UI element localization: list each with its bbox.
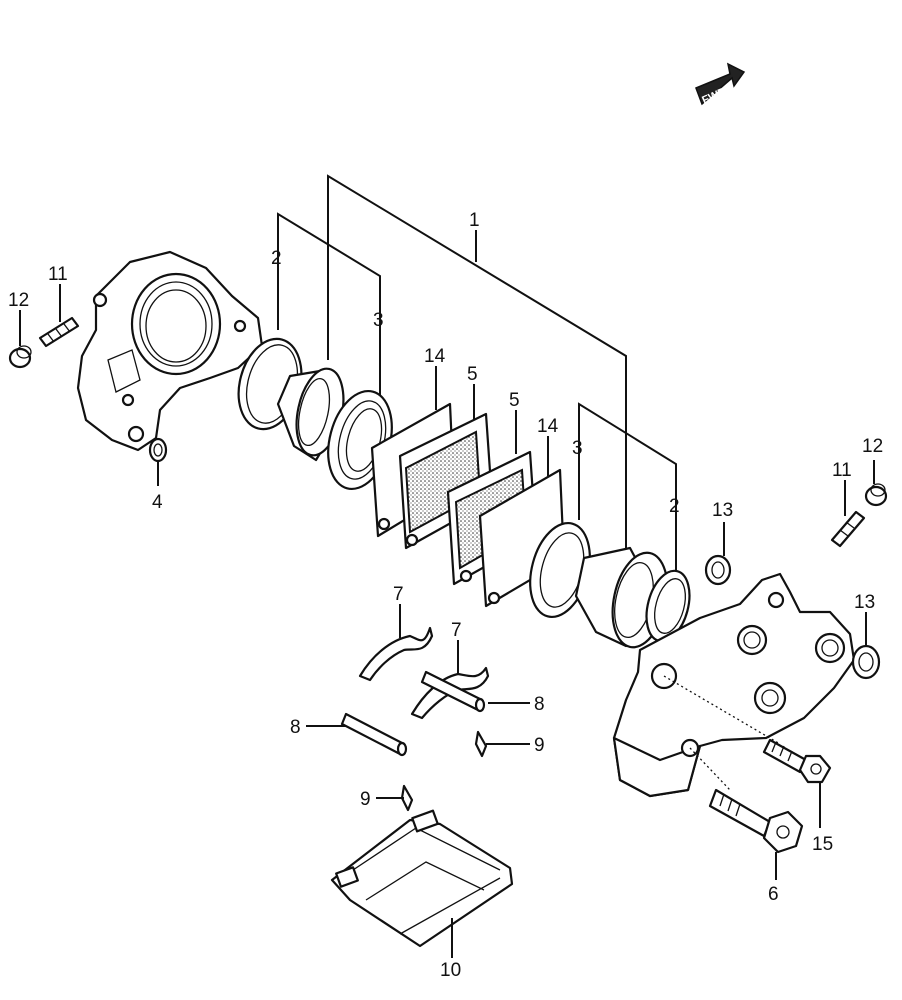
callout-4: 4: [152, 492, 163, 513]
callout-12-left: 12: [8, 290, 29, 311]
callout-14-left: 14: [424, 346, 446, 367]
washer-13-upper: [704, 554, 732, 586]
callout-2-right: 2: [669, 496, 680, 517]
bleeder-screw-left: [38, 316, 80, 348]
piston-seal-right: [645, 569, 691, 643]
callout-11-right: 11: [832, 460, 852, 481]
right-caliper-body: [612, 572, 856, 798]
callout-15: 15: [812, 834, 833, 855]
callout-5-right: 5: [509, 390, 520, 411]
bleeder-cap-right: [864, 483, 888, 507]
pad-cover-10: [330, 809, 514, 948]
callout-labels: 1 2 3 12 11 4 14 5 5 14 3 2 13 11 12 13 …: [8, 210, 883, 981]
left-caliper-body: [76, 250, 264, 452]
callout-8-right: 8: [534, 694, 545, 715]
bleeder-screw-right: [830, 510, 866, 548]
callout-13-lower: 13: [854, 592, 875, 613]
callout-14-right: 14: [537, 416, 559, 437]
callout-12-right: 12: [862, 436, 883, 457]
callout-3-left: 3: [373, 310, 384, 331]
bolt-15: [663, 675, 832, 784]
callout-7-upper: 7: [393, 584, 404, 605]
washer-4: [148, 437, 168, 463]
callout-10: 10: [440, 960, 461, 981]
piston-right: [574, 546, 669, 649]
callout-13-upper: 13: [712, 500, 733, 521]
callout-11-left: 11: [48, 264, 68, 285]
callout-3-right: 3: [572, 438, 583, 459]
forward-arrow: FWD: [695, 62, 746, 107]
pin-clip-lower: [400, 784, 414, 812]
pin-clip-upper: [474, 730, 488, 758]
callout-bracket-1: [327, 174, 627, 560]
bleeder-cap-left: [8, 345, 32, 369]
piston-left: [276, 367, 345, 462]
washer-13-lower: [851, 644, 881, 680]
callout-1: 1: [469, 210, 480, 231]
bolt-6: [689, 747, 804, 854]
callout-9-left: 9: [360, 789, 371, 810]
pad-spring-upper: [358, 626, 434, 682]
callout-2-left: 2: [271, 248, 282, 269]
leader-lines: [19, 284, 875, 958]
callout-bracket-3-2-right: [578, 402, 677, 600]
callout-9-right: 9: [534, 735, 545, 756]
pad-pin-upper: [420, 670, 486, 713]
callout-5-left: 5: [467, 364, 478, 385]
callout-7-lower: 7: [451, 620, 462, 641]
callout-bracket-2-3-left: [277, 212, 381, 396]
callout-6: 6: [768, 884, 779, 905]
pad-pin-lower: [340, 712, 408, 757]
callout-8-left: 8: [290, 717, 301, 738]
